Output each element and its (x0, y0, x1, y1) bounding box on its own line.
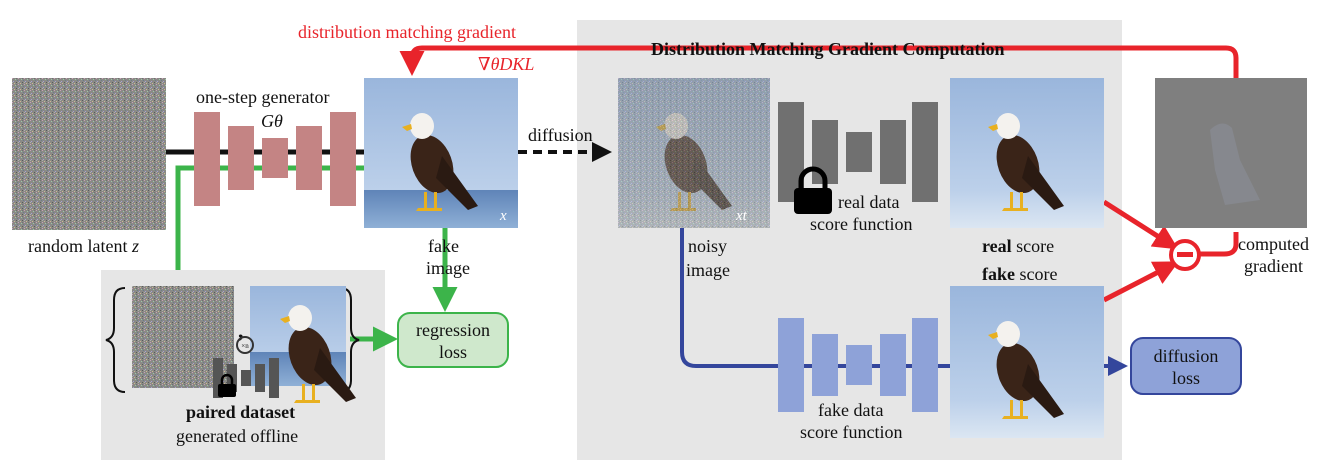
minus-to-gradient-line (1200, 232, 1239, 257)
ode-label: ×n (241, 342, 249, 350)
noisy-image-var: xt (735, 208, 748, 224)
real-fn-label-1: real data (838, 192, 899, 212)
loop-icon (236, 336, 254, 354)
noisy-image-label-2: image (686, 260, 730, 280)
computed-gradient-label-1: computed (1238, 234, 1309, 254)
real-score-label: real score (982, 236, 1054, 256)
generator-label: one-step generator (196, 87, 329, 107)
real-fn-label-2: score function (810, 214, 912, 234)
paired-eagle-image (250, 286, 356, 403)
computed-gradient-label-2: gradient (1244, 256, 1303, 276)
random-latent-label: random latent z (28, 236, 139, 256)
left-brace (105, 287, 126, 393)
diffusion-loss-label-2: loss (1172, 368, 1200, 388)
panel-title: Distribution Matching Gradient Computati… (651, 39, 1005, 59)
real-score-image (950, 78, 1104, 228)
dmg-label: distribution matching gradient (298, 22, 516, 42)
fake-score-to-minus-arrow (1102, 261, 1179, 303)
minus-operator (1169, 239, 1201, 271)
random-latent-image (12, 78, 166, 230)
regression-loss-label-1: regression (416, 320, 490, 340)
generator-symbol: Gθ (261, 111, 283, 131)
regression-loss-label-2: loss (439, 342, 467, 362)
real-score-to-minus-arrow (1102, 199, 1179, 250)
fake-fn-label-1: fake data (818, 400, 883, 420)
noisy-image-label-1: noisy (688, 236, 727, 256)
noisy-to-diffusion-loss-arrow (680, 228, 1128, 376)
dmg-symbol: ∇θDKL (478, 54, 534, 74)
right-brace (339, 287, 360, 393)
pair-comma: , (238, 318, 244, 343)
noisy-image (618, 78, 770, 228)
fake-image-label-2: image (426, 258, 470, 278)
fake-score-label: fake score (982, 264, 1057, 284)
diffusion-label: diffusion (528, 125, 593, 145)
fake-score-image (950, 286, 1104, 438)
regression-loss-box (397, 312, 509, 368)
one-step-generator-network (194, 112, 356, 206)
fake-score-network (778, 318, 938, 412)
fake-fn-label-2: score function (800, 422, 902, 442)
small-lock-icon (218, 373, 236, 397)
fake-image-var: x (499, 208, 507, 224)
paired-dataset-subtitle: generated offline (176, 426, 298, 446)
paired-dataset-title: paired dataset (186, 402, 295, 422)
computed-gradient-image (1155, 78, 1307, 228)
diffusion-loss-label-1: diffusion (1154, 346, 1219, 366)
distribution-matching-gradient-arrow (399, 45, 1239, 145)
fake-image (364, 78, 518, 228)
fake-image-label-1: fake (428, 236, 459, 256)
lock-icon (794, 166, 832, 214)
diffusion-loss-box (1130, 337, 1242, 395)
